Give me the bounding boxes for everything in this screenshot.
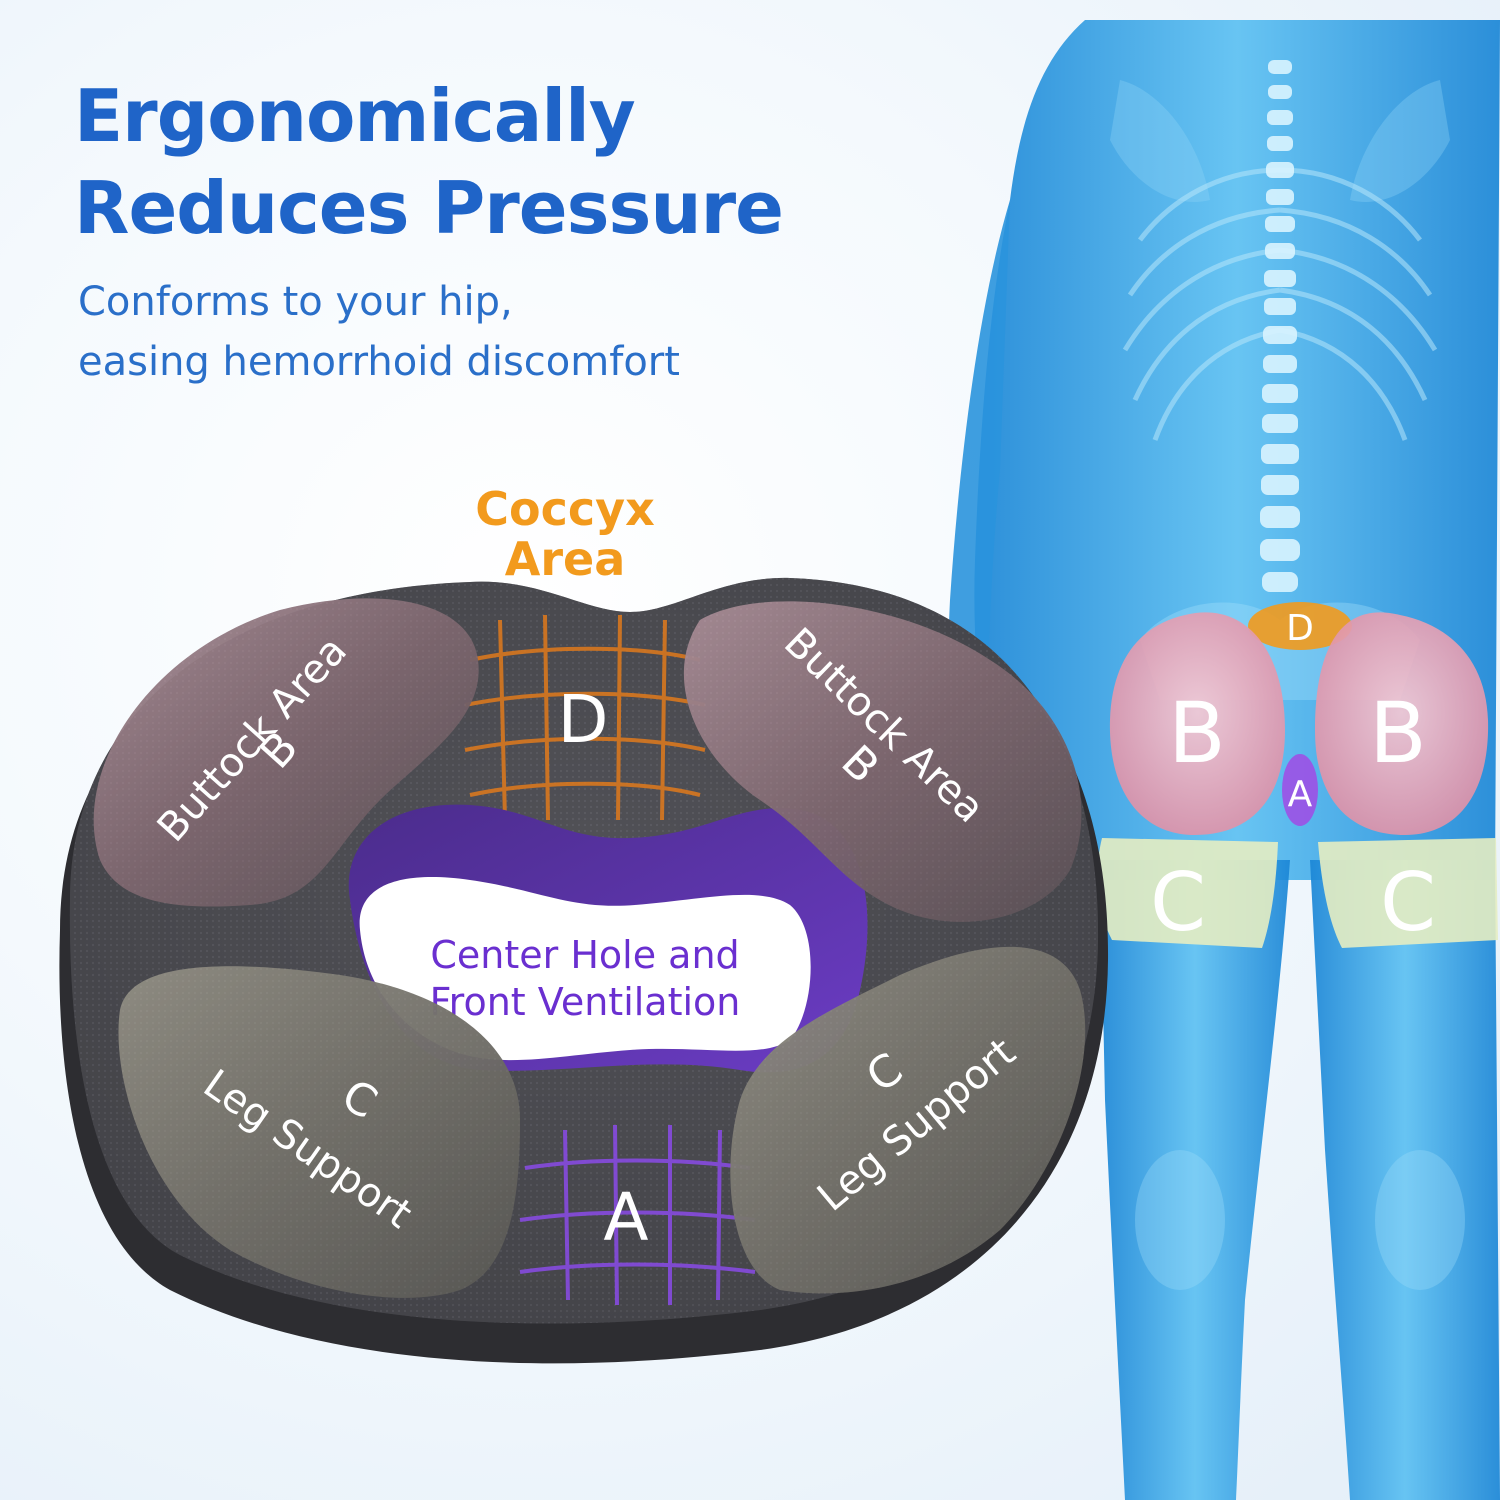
- coccyx-callout: Coccyx Area: [440, 484, 690, 584]
- leg-zone-right: C Leg Support: [730, 946, 1086, 1294]
- body-zone-c-left-label: C: [1150, 856, 1206, 949]
- coccyx-zone-d-letter: D: [558, 681, 609, 758]
- spine: [1260, 60, 1300, 592]
- subheadline-line1: Conforms to your hip,: [78, 279, 513, 325]
- headline-line2: Reduces Pressure: [74, 166, 784, 250]
- coccyx-callout-line1: Coccyx: [475, 482, 655, 536]
- front-zone-a: A: [519, 1124, 756, 1306]
- coccyx-zone-d: D: [464, 614, 706, 821]
- body-zone-b-right: B: [1315, 612, 1489, 835]
- body-zone-d: D: [1248, 602, 1352, 650]
- body-zone-a-label: A: [1288, 774, 1313, 815]
- subheadline: Conforms to your hip, easing hemorrhoid …: [78, 272, 680, 392]
- body-zone-a: A: [1282, 754, 1318, 826]
- leg-zone-left: C Leg Support: [118, 966, 521, 1298]
- body-zone-b-left: B: [1109, 612, 1285, 835]
- subheadline-line2: easing hemorrhoid discomfort: [78, 339, 680, 385]
- buttock-zone-left: Buttock Area B: [93, 598, 479, 907]
- body-zone-b-right-label: B: [1369, 684, 1427, 782]
- coccyx-callout-line2: Area: [504, 532, 626, 586]
- center-hole-line2: Front Ventilation: [430, 980, 741, 1024]
- body-zone-c-left: C: [1097, 838, 1278, 949]
- front-zone-a-letter: A: [603, 1179, 648, 1256]
- headline-line1: Ergonomically: [74, 74, 636, 158]
- center-hole-line1: Center Hole and: [430, 933, 739, 977]
- body-zone-c-right: C: [1318, 838, 1498, 949]
- body-zone-c-right-label: C: [1380, 856, 1436, 949]
- human-body: [948, 20, 1500, 1500]
- buttock-zone-right: Buttock Area B: [683, 601, 1082, 922]
- headline: Ergonomically Reduces Pressure: [74, 70, 784, 254]
- body-zone-b-left-label: B: [1168, 684, 1226, 782]
- center-hole: [359, 877, 811, 1061]
- body-zone-d-label: D: [1286, 608, 1314, 649]
